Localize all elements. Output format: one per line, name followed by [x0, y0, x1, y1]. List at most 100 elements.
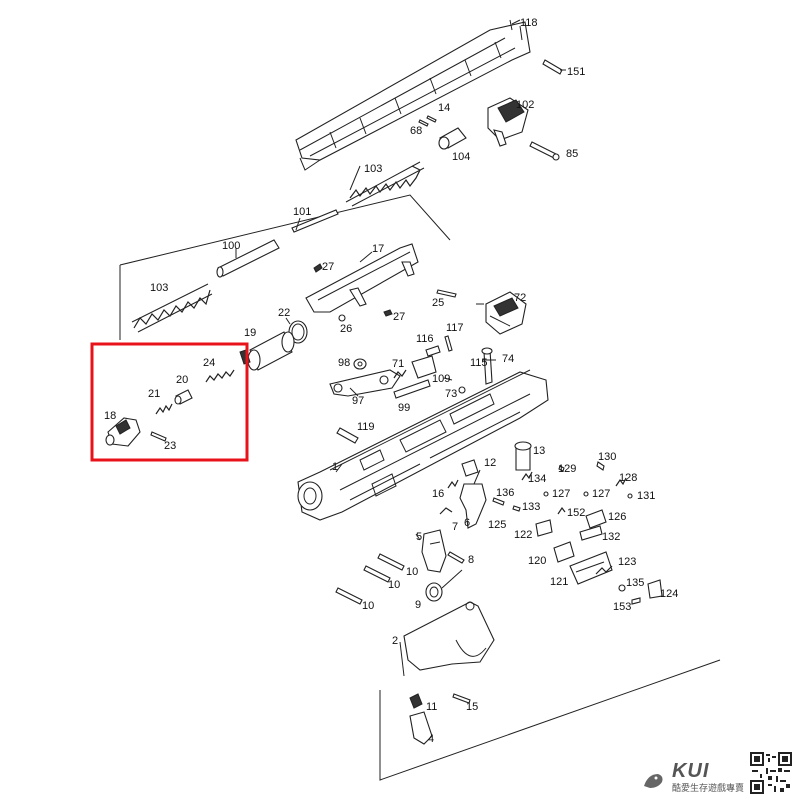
label-74: 74: [502, 353, 514, 365]
label-10-c: 10: [362, 600, 374, 612]
label-129: 129: [558, 463, 576, 475]
part-11-nut: [409, 693, 423, 709]
label-73: 73: [445, 388, 457, 400]
part-121-housing: [569, 551, 613, 585]
label-71: 71: [392, 358, 404, 370]
label-109: 109: [432, 373, 450, 385]
part-73-pin: [458, 386, 466, 394]
label-20: 20: [176, 374, 188, 386]
label-123: 123: [618, 556, 636, 568]
label-5: 5: [416, 531, 422, 543]
part-20-bushing: [174, 389, 193, 405]
part-101-rod: [291, 209, 339, 233]
brand-name: KUI: [671, 760, 710, 782]
label-98: 98: [338, 357, 350, 369]
part-10-pin-a: [377, 553, 405, 571]
label-115: 115: [470, 357, 488, 369]
label-130: 130: [598, 451, 616, 463]
part-116-screw: [425, 345, 441, 357]
part-127b-pin: [583, 491, 589, 497]
part-13-bolt: [514, 441, 532, 471]
label-100: 100: [222, 240, 240, 252]
part-26-screw: [338, 314, 346, 322]
part-132-plate: [579, 525, 603, 541]
label-116: 116: [416, 333, 434, 345]
label-122: 122: [514, 529, 532, 541]
part-136-pin: [492, 497, 505, 506]
label-6: 6: [464, 517, 470, 529]
part-16-spring: [447, 479, 459, 489]
label-25: 25: [432, 297, 444, 309]
label-19: 19: [244, 327, 256, 339]
part-27-screw-b: [383, 309, 393, 317]
label-102: 102: [516, 99, 534, 111]
label-18: 18: [104, 410, 116, 422]
label-22: 22: [278, 307, 290, 319]
part-14-68-pins: [418, 115, 437, 127]
part-102-block: [487, 97, 529, 147]
part-151-pin: [542, 59, 563, 75]
label-72: 72: [514, 292, 526, 304]
label-120: 120: [528, 555, 546, 567]
assembly-bracket-lines: [119, 194, 721, 781]
label-125: 125: [488, 519, 506, 531]
qr-code-icon: [750, 752, 792, 794]
label-128: 128: [619, 472, 637, 484]
label-15: 15: [466, 701, 478, 713]
label-27-upper: 27: [322, 261, 334, 273]
part-18-nozzle: [105, 417, 141, 447]
part-117-pin: [444, 335, 453, 352]
label-127-b: 127: [592, 488, 610, 500]
part-153-pin: [631, 597, 641, 605]
brand-slogan: 酷愛生存遊戲專賣: [671, 783, 744, 793]
part-17-cocking-tube: [305, 243, 419, 313]
part-100-rod: [216, 239, 280, 278]
label-2: 2: [392, 635, 398, 647]
part-12-spring: [461, 459, 479, 477]
highlight-box: [90, 342, 249, 462]
part-109-bracket: [411, 355, 437, 379]
label-16: 16: [432, 488, 444, 500]
leader-lines: [235, 19, 566, 677]
label-21: 21: [148, 388, 160, 400]
part-104-bushing: [438, 127, 467, 150]
highlighted-parts-group: [90, 342, 249, 462]
part-97-lever: [329, 369, 401, 397]
part-15-pin: [452, 693, 471, 704]
dragon-logo-icon: [643, 774, 663, 788]
part-labels: 118 151 14 102 68 104 85 103 101 100 17 …: [104, 17, 678, 745]
label-12: 12: [484, 457, 496, 469]
part-7-spring: [439, 507, 453, 515]
part-119-pin: [336, 427, 359, 444]
part-152-spring: [557, 506, 566, 515]
label-13: 13: [533, 445, 545, 457]
label-101: 101: [293, 206, 311, 218]
part-5-hammer: [421, 529, 447, 573]
label-103-lower: 103: [150, 282, 168, 294]
part-122-part: [535, 519, 553, 537]
part-99-pin: [393, 379, 431, 399]
part-124-selector: [647, 579, 663, 599]
label-8: 8: [468, 554, 474, 566]
part-135-pin: [618, 584, 626, 592]
label-9: 9: [415, 599, 421, 611]
part-10-pin-b: [363, 565, 391, 583]
brand-text: KUI 酷愛生存遊戲專賣: [672, 760, 744, 794]
label-127-a: 127: [552, 488, 570, 500]
label-152: 152: [567, 507, 585, 519]
brand-watermark: KUI 酷愛生存遊戲專賣: [640, 752, 792, 794]
label-153: 153: [613, 601, 631, 613]
label-117: 117: [446, 322, 464, 334]
label-24: 24: [203, 357, 215, 369]
label-124: 124: [660, 588, 678, 600]
label-121: 121: [550, 576, 568, 588]
label-134: 134: [528, 473, 546, 485]
part-23-pin: [150, 431, 167, 442]
part-9-spring: [425, 569, 463, 602]
part-131-pin: [627, 493, 633, 499]
part-6-trigger: [459, 483, 487, 529]
part-123-part: [595, 565, 613, 575]
part-103-spring-lower: [131, 283, 213, 333]
part-103-spring-upper: [345, 161, 425, 207]
